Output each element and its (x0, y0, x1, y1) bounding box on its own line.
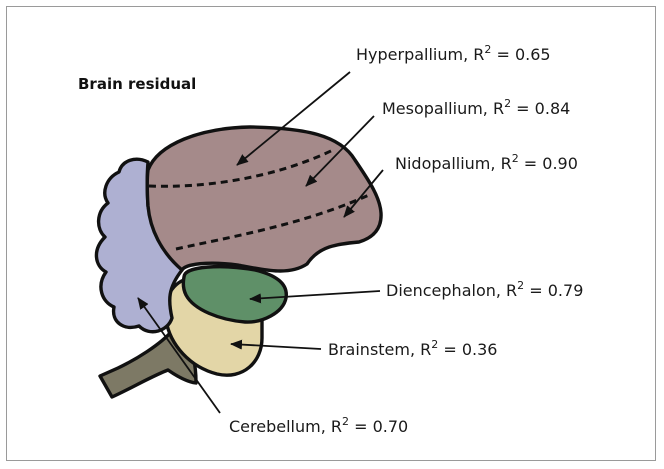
brainstem-label: Brainstem, R2 = 0.36 (328, 338, 497, 359)
pallium-shape (147, 127, 381, 271)
hyperpallium-label: Hyperpallium, R2 = 0.65 (356, 43, 551, 64)
diencephalon-label: Diencephalon, R2 = 0.79 (386, 279, 583, 300)
nidopallium-label: Nidopallium, R2 = 0.90 (395, 152, 578, 173)
mesopallium-label: Mesopallium, R2 = 0.84 (382, 97, 570, 118)
cerebellum-label: Cerebellum, R2 = 0.70 (229, 415, 408, 436)
diagram-title: Brain residual (78, 75, 196, 93)
